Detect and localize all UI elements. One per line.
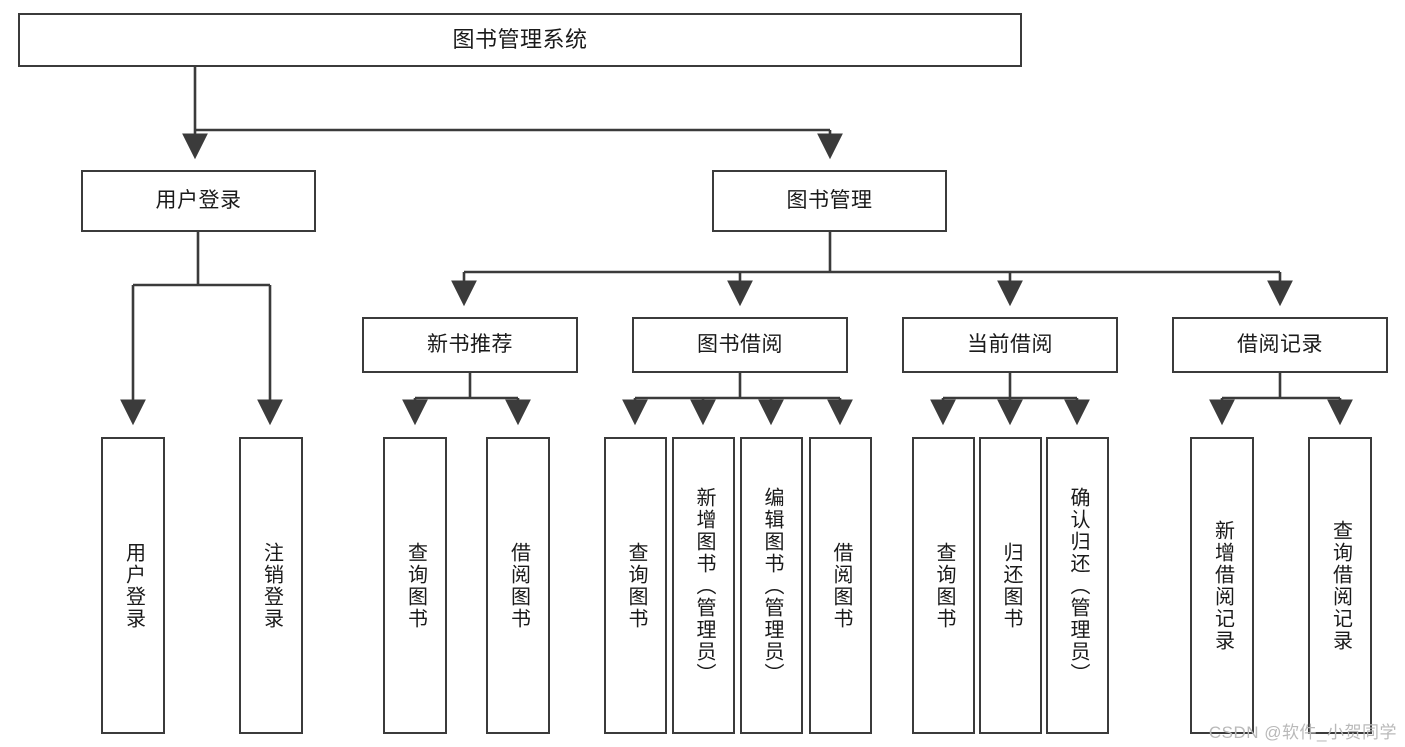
leaf-record-add-record[interactable]: 新增借阅记录 xyxy=(1190,437,1254,734)
node-label: 图书管理系统 xyxy=(452,27,588,53)
node-label: 当前借阅 xyxy=(967,332,1053,356)
leaf-current-query-book[interactable]: 查询图书 xyxy=(912,437,975,734)
node-label: 借阅图书 xyxy=(507,541,530,630)
node-label: 归还图书 xyxy=(1000,541,1022,630)
node-borrow-record[interactable]: 借阅记录 xyxy=(1172,317,1388,373)
leaf-user-logout[interactable]: 注销登录 xyxy=(239,437,303,734)
node-label: 借阅记录 xyxy=(1237,332,1323,356)
node-label: 图书管理 xyxy=(786,188,873,212)
leaf-borrow-edit-book-admin[interactable]: 编辑图书（管理员） xyxy=(740,437,803,734)
node-label: 注销登录 xyxy=(260,541,283,630)
node-label: 查询图书 xyxy=(404,541,427,630)
node-root-system[interactable]: 图书管理系统 xyxy=(18,13,1022,67)
node-new-book-recommend[interactable]: 新书推荐 xyxy=(362,317,578,373)
node-label: 用户登录 xyxy=(122,541,145,630)
node-current-borrow[interactable]: 当前借阅 xyxy=(902,317,1118,373)
node-label: 查询图书 xyxy=(625,541,647,630)
leaf-user-login[interactable]: 用户登录 xyxy=(101,437,165,734)
leaf-borrow-query-book[interactable]: 查询图书 xyxy=(604,437,667,734)
node-label: 确认归还（管理员） xyxy=(1067,486,1089,685)
csdn-watermark: CSDN @软件_小贺同学 xyxy=(1208,723,1397,742)
node-user-login[interactable]: 用户登录 xyxy=(81,170,316,232)
leaf-borrow-add-book-admin[interactable]: 新增图书（管理员） xyxy=(672,437,735,734)
node-label: 新增借阅记录 xyxy=(1211,519,1234,652)
node-label: 查询图书 xyxy=(933,541,955,630)
leaf-record-query-record[interactable]: 查询借阅记录 xyxy=(1308,437,1372,734)
node-label: 用户登录 xyxy=(155,188,242,212)
leaf-borrow-borrow-book[interactable]: 借阅图书 xyxy=(809,437,872,734)
node-label: 查询借阅记录 xyxy=(1329,519,1352,652)
node-book-management[interactable]: 图书管理 xyxy=(712,170,947,232)
node-label: 新书推荐 xyxy=(427,332,513,356)
leaf-current-return-book[interactable]: 归还图书 xyxy=(979,437,1042,734)
leaf-recommend-query-book[interactable]: 查询图书 xyxy=(383,437,447,734)
leaf-recommend-borrow-book[interactable]: 借阅图书 xyxy=(486,437,550,734)
leaf-current-confirm-return-admin[interactable]: 确认归还（管理员） xyxy=(1046,437,1109,734)
node-label: 新增图书（管理员） xyxy=(693,486,715,685)
node-book-borrow[interactable]: 图书借阅 xyxy=(632,317,848,373)
node-label: 借阅图书 xyxy=(830,541,852,630)
node-label: 图书借阅 xyxy=(697,332,783,356)
node-label: 编辑图书（管理员） xyxy=(761,486,783,685)
